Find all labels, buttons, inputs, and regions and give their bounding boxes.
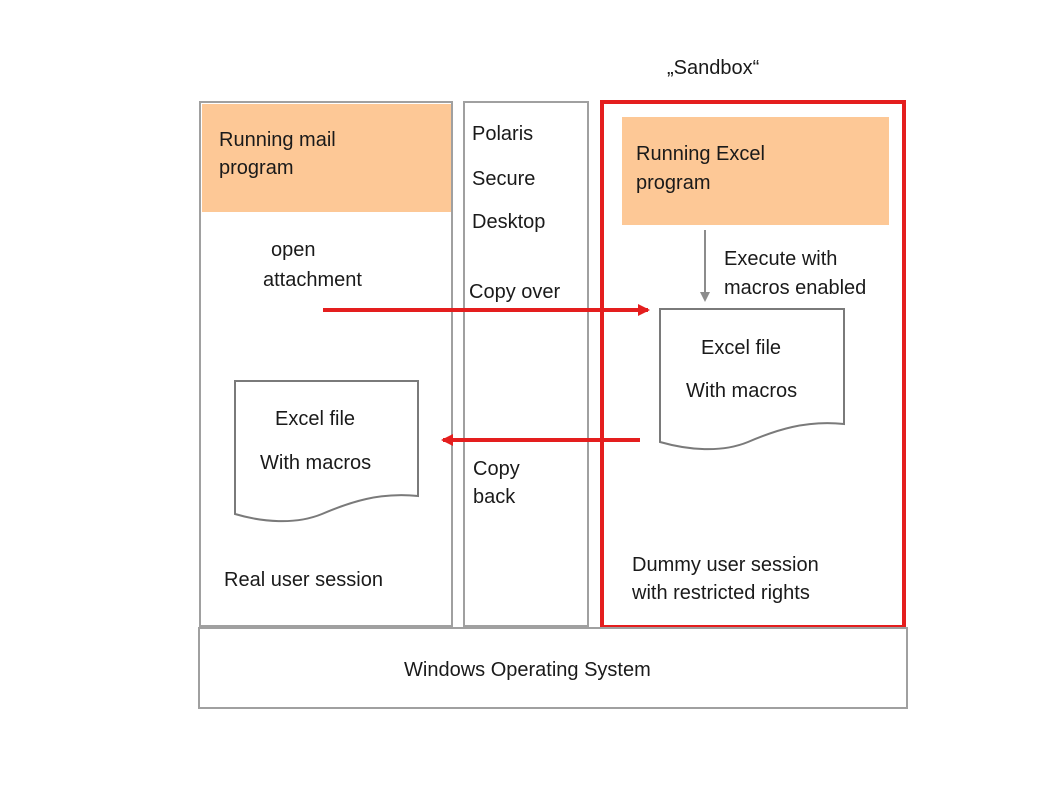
sandbox-excel-file-document [659,308,845,451]
windows-os-label: Windows Operating System [404,659,651,681]
windows-os-panel [198,627,908,709]
execute-line-2: macros enabled [724,277,867,299]
copy-back-line-1: Copy [473,458,520,480]
secure-desktop-title-1: Polaris [472,123,534,145]
mail-program-line-1: Running mail [219,129,336,151]
open-attachment-line-2: attachment [263,269,362,291]
excel-program-line-2: program [636,172,711,194]
sandbox-label: „Sandbox“ [667,57,760,79]
mail-program-line-2: program [219,157,294,179]
mail-program-box [202,104,451,212]
secure-desktop-title-3: Desktop [472,211,546,233]
sandbox-excel-file-label: Excel file [701,337,782,359]
real-excel-file-label: Excel file [275,408,356,430]
real-user-session-label: Real user session [224,569,383,591]
dummy-session-line-1: Dummy user session [632,554,819,576]
secure-desktop-title-2: Secure [472,168,536,190]
secure-desktop-panel [463,101,589,627]
execute-line-1: Execute with [724,248,838,270]
copy-over-label: Copy over [469,281,561,303]
real-excel-macros-label: With macros [260,452,372,474]
sandbox-excel-macros-label: With macros [686,380,798,402]
real-excel-file-document [234,380,419,523]
dummy-session-line-2: with restricted rights [632,582,810,604]
excel-program-line-1: Running Excel [636,143,765,165]
copy-back-line-2: back [473,486,516,508]
open-attachment-line-1: open [271,239,316,261]
excel-program-box [622,117,889,225]
